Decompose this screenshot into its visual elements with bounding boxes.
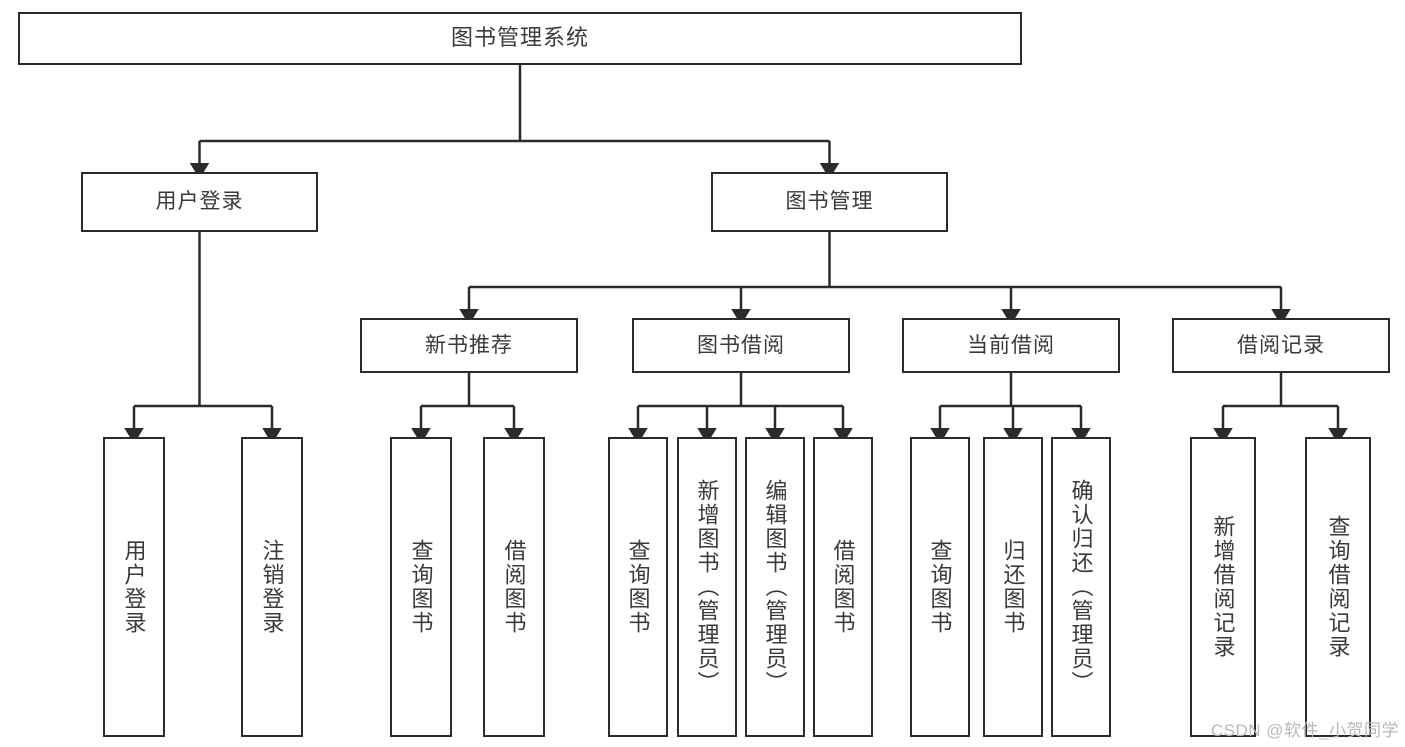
- node-label: 编辑图书（管理员）: [762, 479, 788, 695]
- node-label: 查询图书: [408, 539, 434, 635]
- node-label: 新增借阅记录: [1210, 515, 1236, 659]
- node-label: 查询图书: [927, 539, 953, 635]
- node-records[interactable]: 借阅记录: [1172, 318, 1390, 373]
- node-label: 查询借阅记录: [1325, 515, 1351, 659]
- node-leaf-cu-return[interactable]: 归还图书: [983, 437, 1043, 737]
- node-label: 当前借阅: [967, 333, 1055, 357]
- node-leaf-nb-borrow[interactable]: 借阅图书: [483, 437, 545, 737]
- node-label: 新书推荐: [425, 333, 513, 357]
- node-leaf-rc-add[interactable]: 新增借阅记录: [1190, 437, 1256, 737]
- node-leaf-cu-query[interactable]: 查询图书: [910, 437, 970, 737]
- node-label: 查询图书: [625, 539, 651, 635]
- node-leaf-bo-borrow[interactable]: 借阅图书: [813, 437, 873, 737]
- node-label: 借阅记录: [1237, 333, 1325, 357]
- node-label: 借阅图书: [830, 539, 856, 635]
- node-leaf-cu-confirm[interactable]: 确认归还（管理员）: [1051, 437, 1111, 737]
- node-leaf-bo-edit[interactable]: 编辑图书（管理员）: [745, 437, 805, 737]
- node-newbook[interactable]: 新书推荐: [360, 318, 578, 373]
- node-label: 归还图书: [1000, 539, 1026, 635]
- node-leaf-user-logout[interactable]: 注销登录: [241, 437, 303, 737]
- node-label: 新增图书（管理员）: [694, 479, 720, 695]
- node-label: 用户登录: [121, 539, 147, 635]
- node-leaf-rc-query[interactable]: 查询借阅记录: [1305, 437, 1371, 737]
- node-current[interactable]: 当前借阅: [902, 318, 1120, 373]
- node-label: 用户登录: [155, 190, 244, 214]
- node-label: 确认归还（管理员）: [1068, 479, 1094, 695]
- node-bookmgmt[interactable]: 图书管理: [711, 172, 948, 232]
- node-leaf-nb-query[interactable]: 查询图书: [390, 437, 452, 737]
- node-borrow[interactable]: 图书借阅: [632, 318, 850, 373]
- node-leaf-user-login[interactable]: 用户登录: [103, 437, 165, 737]
- node-label: 图书借阅: [697, 333, 785, 357]
- node-root[interactable]: 图书管理系统: [18, 12, 1022, 65]
- node-label: 图书管理系统: [450, 25, 589, 51]
- node-label: 图书管理: [785, 190, 874, 214]
- node-label: 借阅图书: [501, 539, 527, 635]
- node-leaf-bo-query[interactable]: 查询图书: [608, 437, 668, 737]
- node-login[interactable]: 用户登录: [81, 172, 318, 232]
- node-leaf-bo-add[interactable]: 新增图书（管理员）: [677, 437, 737, 737]
- node-label: 注销登录: [259, 539, 285, 635]
